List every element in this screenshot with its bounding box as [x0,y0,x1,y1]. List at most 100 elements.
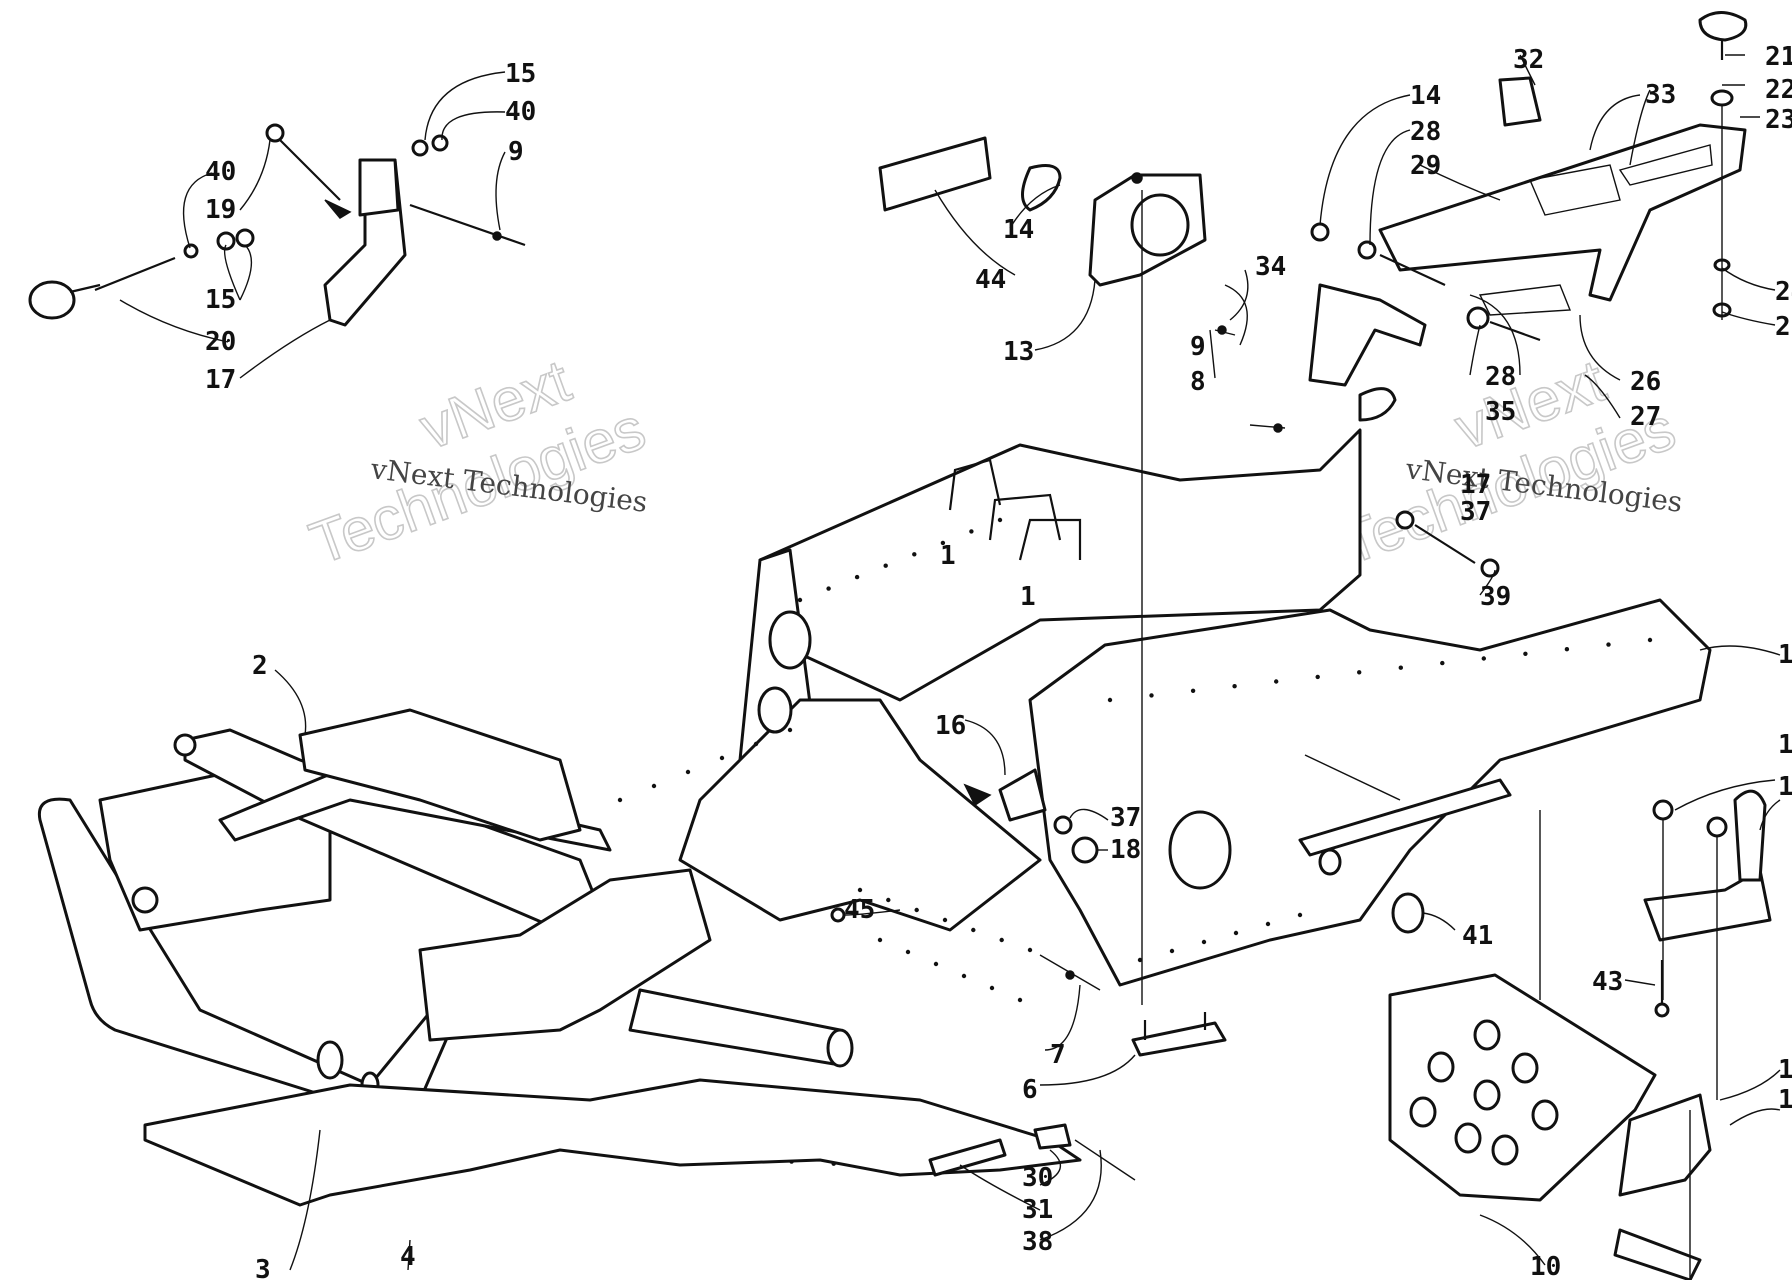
callout-1-right-b: 1 [1778,730,1792,760]
rivet-dot [940,540,946,546]
callout-28-top: 28 [1410,117,1441,147]
rivet-dot [1201,939,1207,945]
callout-18: 18 [1110,835,1141,865]
rivet-dot [685,769,691,775]
chassis-tunnel [678,190,1712,1005]
rivet-dot [1398,665,1404,670]
callout-22: 22 [1765,75,1792,105]
leader-lines [119,54,1781,1271]
callout-28-right: 28 [1485,362,1516,392]
callout-1-right-e: 1 [1778,1085,1792,1115]
skid-guard [1388,973,1712,1202]
callout-39: 39 [1480,582,1511,612]
rivet-dot [905,949,911,955]
callout-26: 26 [1630,367,1661,397]
callout-38: 38 [1022,1227,1053,1257]
callout-19: 19 [205,195,236,225]
rivet-dot [961,973,967,979]
callout-43: 43 [1592,967,1623,997]
callout-31: 31 [1022,1195,1053,1225]
rivet-dot [877,937,883,943]
rivet-dot [826,586,831,591]
rivet-dot [1169,948,1175,954]
callout-1-b: 1 [1020,582,1036,612]
steering-post-bracket-group [28,123,526,327]
callout-33: 33 [1645,80,1676,110]
callout-37-center: 37 [1110,803,1141,833]
callout-9-top: 9 [508,137,524,167]
callout-32: 32 [1513,45,1544,75]
callout-35: 35 [1485,397,1516,427]
callout-1-right-c: 1 [1778,772,1792,802]
rivet-dot [1523,651,1528,656]
rivet-dot [942,917,948,923]
rivet-dot [989,985,995,991]
callout-44: 44 [975,265,1006,295]
watermark-left: vNext Technologies vNext Technologies [301,346,655,578]
callout-10: 10 [1530,1252,1561,1280]
callout-15-top: 15 [505,59,536,89]
rivet-dot [651,783,657,789]
callout-23: 23 [1765,105,1792,135]
callout-4: 4 [400,1242,416,1272]
rivet-dot [1564,647,1570,652]
callout-21: 21 [1765,42,1792,72]
rivet-dot [969,529,974,534]
callout-2: 2 [252,651,268,681]
rivet-dot [1274,679,1279,684]
rivet-dot [1107,697,1113,703]
rivet-dot [797,597,803,603]
callout-34: 34 [1255,252,1286,282]
rivet-dot [914,907,919,913]
callout-30: 30 [1022,1163,1053,1193]
rivet-dot [1297,912,1303,918]
rivet-dot [854,574,860,580]
callout-27: 27 [1630,402,1661,432]
callout-13: 13 [1003,337,1034,367]
callout-41: 41 [1462,921,1493,951]
steering-arm-hardware [830,768,1772,1280]
rivet-dot [1137,957,1143,963]
callout-40-top: 40 [505,97,536,127]
rivet-dot [1440,660,1445,666]
callout-24: 24 [1775,277,1792,307]
rivet-dot [857,887,863,893]
rivet-dot [1357,670,1362,675]
front-bumper-assembly [37,708,854,1118]
rivet-dot [617,797,623,803]
rivet-dot [1027,947,1033,953]
callout-17-right: 17 [1460,470,1491,500]
belly-pan [143,1078,1082,1207]
rivet-dot [886,897,891,903]
rivet-dot [999,937,1004,943]
rivet-dot [1647,637,1653,643]
rivet-dot [1265,921,1271,927]
callout-16: 16 [935,711,966,741]
rivet-dot [753,741,759,747]
rivet-dot [1481,656,1487,661]
callout-labels: 15 40 9 40 19 15 20 17 32 33 14 28 29 14… [205,42,1792,1280]
rivet-dot [1017,997,1023,1003]
rivet-dot [787,727,793,733]
callout-25: 25 [1775,312,1792,342]
callout-14-center: 14 [1003,215,1034,245]
callout-15-left: 15 [205,285,236,315]
rivet-dot [971,927,976,933]
callout-40-left: 40 [205,157,236,187]
callout-14-top: 14 [1410,81,1441,111]
callout-1-a: 1 [940,541,956,571]
rivet-dot [933,961,939,967]
upper-mount-plates [878,11,1748,578]
rivet-dot [883,563,888,568]
rivet-dot [1606,642,1611,647]
rivet-dot [1315,674,1320,680]
rivet-dot [1149,693,1154,698]
callout-29: 29 [1410,151,1441,181]
rivet-dot [1233,930,1239,936]
rivet-dot [912,552,917,557]
rivet-dot [1232,684,1237,689]
callout-8: 8 [1190,367,1206,397]
callout-3: 3 [255,1255,271,1280]
rivet-dot [997,517,1003,523]
